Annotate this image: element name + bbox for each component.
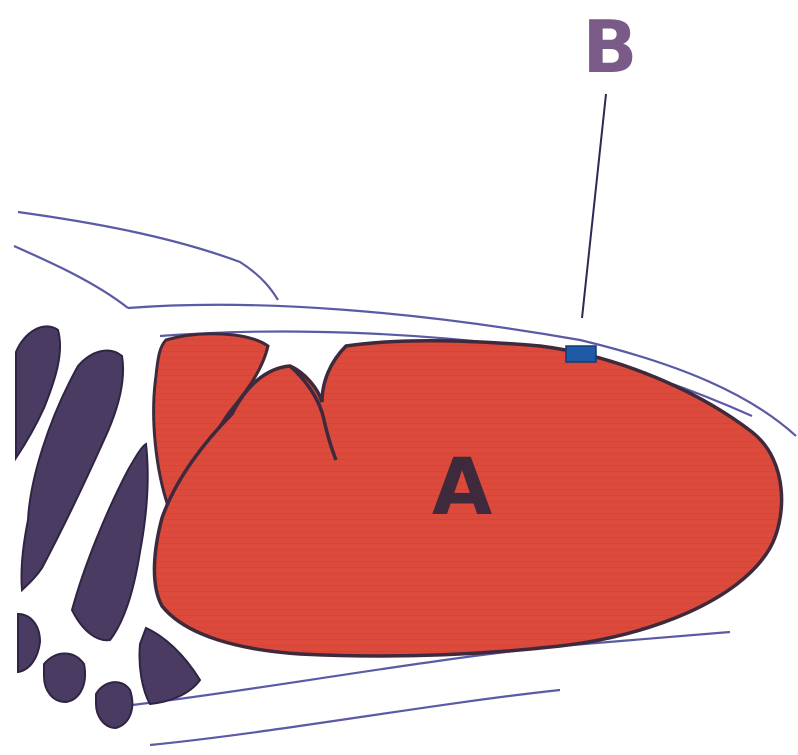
- label-b-leader-line: [582, 94, 606, 318]
- upper-fold-line: [14, 246, 128, 308]
- dark-tissue-strip-4: [18, 614, 40, 672]
- label-a: A: [432, 443, 492, 533]
- dark-tissue-blob-2: [96, 682, 132, 728]
- bottom-edge-line: [150, 690, 560, 745]
- outer-fascia-line: [18, 212, 278, 300]
- dark-tissue-blob-1: [44, 654, 85, 703]
- dark-tissue-wedge: [139, 628, 200, 704]
- label-b: B: [583, 5, 638, 89]
- label-b-marker: [566, 346, 596, 362]
